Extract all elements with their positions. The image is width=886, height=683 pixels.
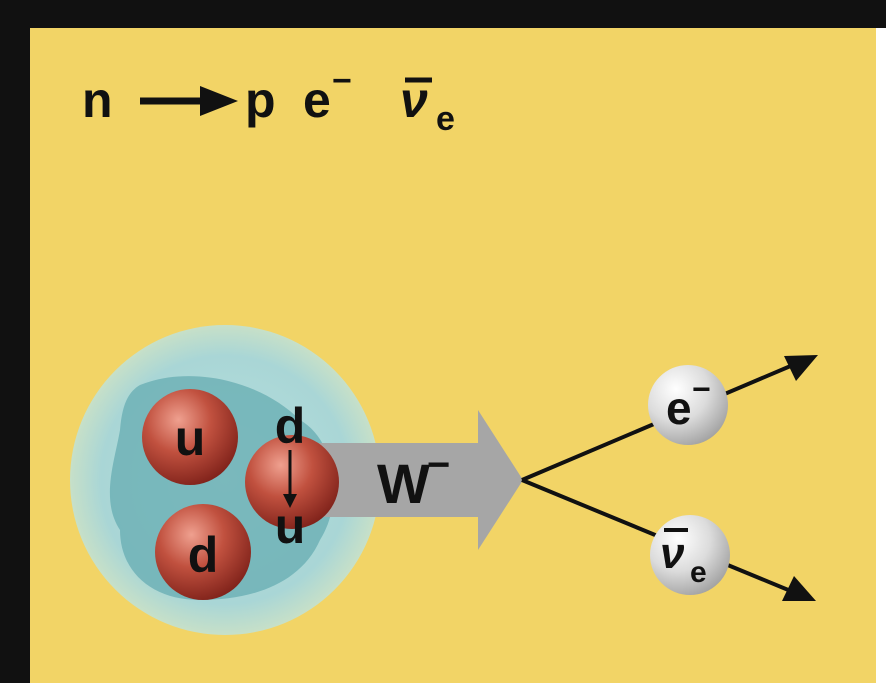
quark-to-label: u [275,498,306,554]
electron-particle: e − [648,365,728,445]
black-border-left [0,0,30,683]
quark-up-label: u [175,410,206,466]
equation-neutron: n [82,72,113,128]
electron-charge-label: − [692,371,711,407]
quark-down-bottom: d [155,504,251,600]
w-boson-charge: − [427,443,450,487]
black-border-top [0,0,886,28]
equation-electron-charge: − [332,62,352,100]
equation-antineutrino: ν [400,72,428,128]
quark-from-label: d [275,398,306,454]
quark-change-arrow-head [283,494,297,508]
antineutrino-track-arrowhead [782,576,816,601]
w-arrow-shape [315,410,523,550]
equation-antineutrino-sub: e [436,100,455,138]
electron-track-arrowhead [784,355,818,381]
antineutrino-particle: ν e [650,515,730,595]
w-boson-label: W [377,452,430,515]
right-edge [876,28,886,683]
equation-proton: p [245,72,276,128]
quark-transforming: d u [245,398,339,554]
antineutrino-sub-label: e [690,556,707,589]
equation-electron: e [303,72,331,128]
antineutrino-label: ν [660,529,685,578]
quark-down-label: d [188,527,219,583]
w-boson-arrow: W − [315,410,523,550]
equation-arrow-head [200,86,238,116]
electron-label: e [666,382,692,434]
decay-equation: n p e − ν e [82,62,455,138]
quark-up-top: u [142,389,238,485]
